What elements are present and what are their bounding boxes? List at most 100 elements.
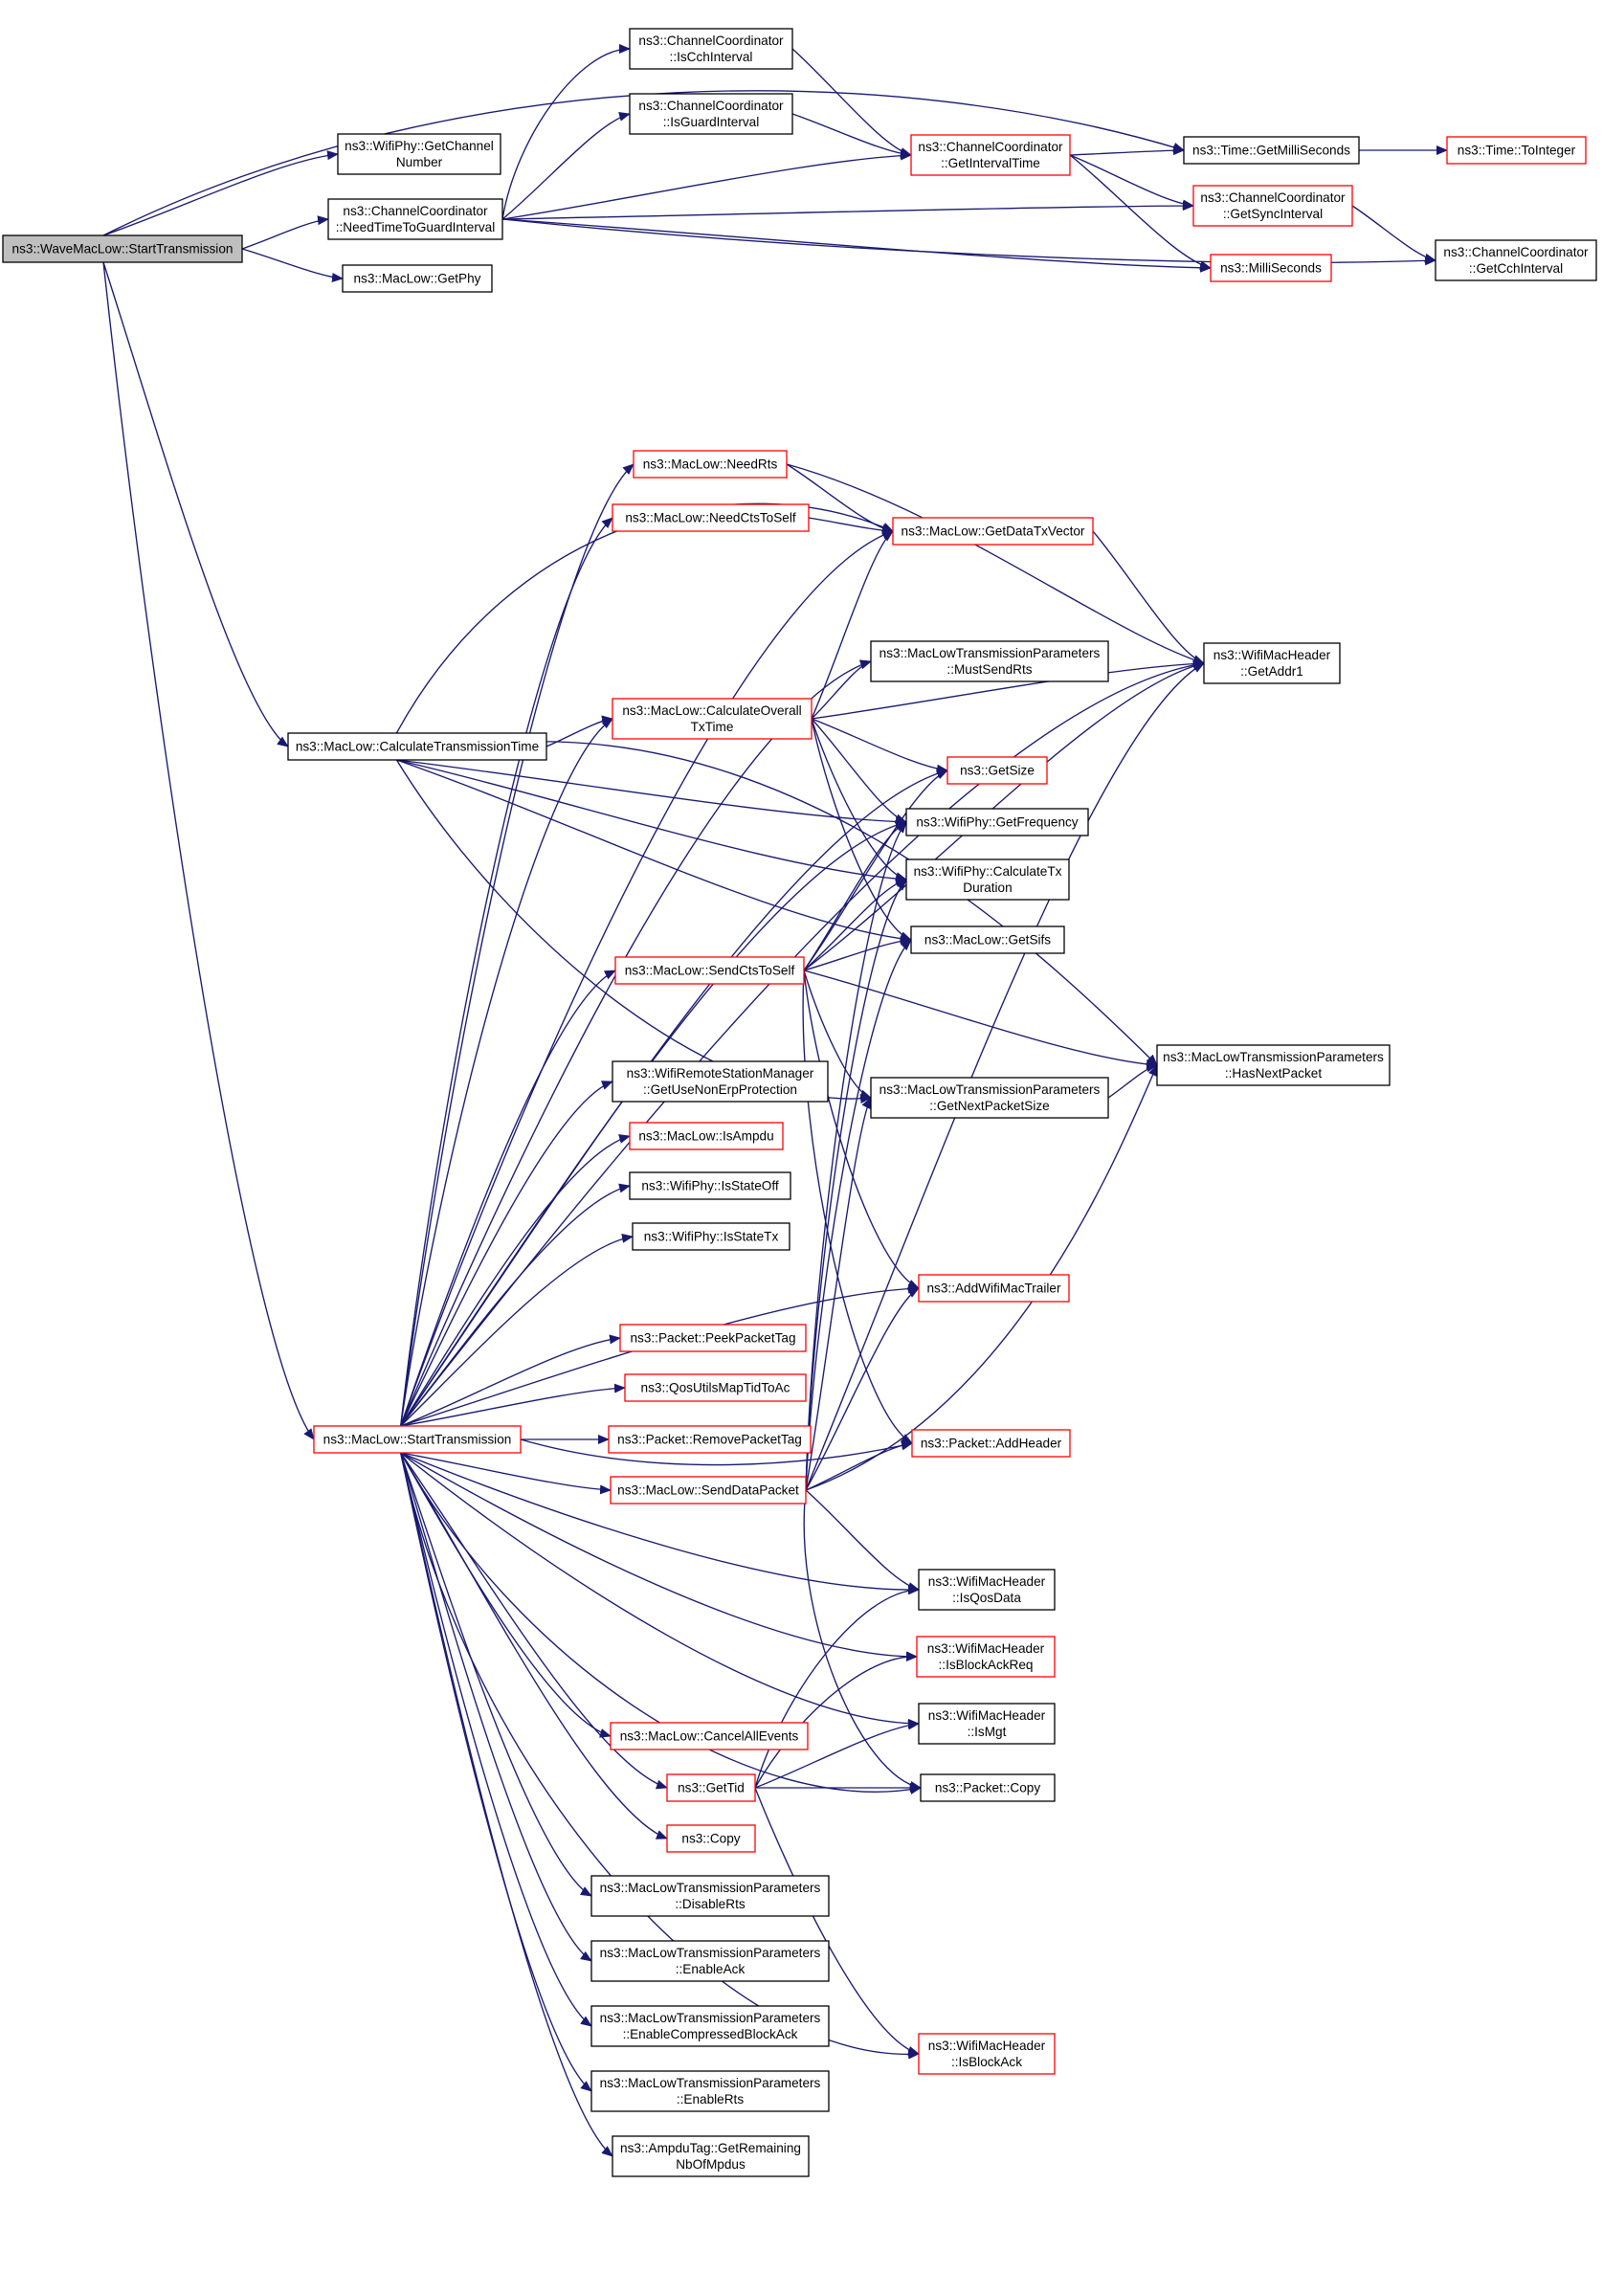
node-getSize[interactable]: ns3::GetSize bbox=[946, 756, 1048, 785]
node-hasNextPacket[interactable]: ns3::MacLowTransmissionParameters::HasNe… bbox=[1156, 1044, 1391, 1086]
node-box bbox=[342, 264, 493, 293]
node-box bbox=[918, 1569, 1056, 1611]
node-label: ns3::MacLowTransmissionParameters bbox=[879, 1082, 1101, 1097]
call-edge-sendCtsToSelf-to-calcTxDuration bbox=[803, 878, 907, 971]
node-disableRts[interactable]: ns3::MacLowTransmissionParameters::Disab… bbox=[590, 1875, 830, 1917]
node-label: Number bbox=[396, 155, 443, 169]
node-packetCopy[interactable]: ns3::Packet::Copy bbox=[920, 1773, 1056, 1802]
node-box bbox=[629, 1122, 784, 1150]
call-edge-startTx-to-sendDataPacket bbox=[400, 1452, 612, 1495]
node-getCchInterval[interactable]: ns3::ChannelCoordinator::GetCchInterval bbox=[1435, 239, 1597, 281]
node-isGuard[interactable]: ns3::ChannelCoordinator::IsGuardInterval bbox=[629, 93, 793, 135]
node-label: ns3::WifiMacHeader bbox=[1213, 648, 1331, 662]
node-getDataTxVector[interactable]: ns3::MacLow::GetDataTxVector bbox=[892, 517, 1094, 546]
node-label: ::IsMgt bbox=[968, 1725, 1007, 1739]
call-edge-startTx-to-disableRts bbox=[400, 1452, 592, 1897]
node-isBlockAck[interactable]: ns3::WifiMacHeader::IsBlockAck bbox=[918, 2033, 1056, 2075]
node-box bbox=[590, 1940, 830, 1982]
node-enableRts[interactable]: ns3::MacLowTransmissionParameters::Enabl… bbox=[590, 2070, 830, 2112]
node-label: ns3::MacLow::GetPhy bbox=[354, 272, 481, 286]
node-isBlockAckReq[interactable]: ns3::WifiMacHeader::IsBlockAckReq bbox=[916, 1636, 1056, 1678]
call-edge-sendDataPacket-to-getSifs bbox=[805, 939, 912, 1491]
call-edge-needTimeToGuard-to-milliSeconds bbox=[501, 218, 1212, 273]
node-label: ::IsQosData bbox=[952, 1591, 1021, 1605]
node-isAmpdu[interactable]: ns3::MacLow::IsAmpdu bbox=[629, 1122, 784, 1150]
node-root[interactable]: ns3::WaveMacLow::StartTransmission bbox=[2, 234, 243, 263]
node-label: ::GetIntervalTime bbox=[941, 156, 1040, 170]
node-getMilliSeconds[interactable]: ns3::Time::GetMilliSeconds bbox=[1183, 136, 1360, 165]
node-calcTxTime[interactable]: ns3::MacLow::CalculateTransmissionTime bbox=[287, 732, 547, 761]
node-label: ns3::AddWifiMacTrailer bbox=[927, 1282, 1061, 1296]
node-box bbox=[327, 198, 503, 240]
node-removePacketTag[interactable]: ns3::Packet::RemovePacketTag bbox=[608, 1425, 812, 1454]
node-addHeader[interactable]: ns3::Packet::AddHeader bbox=[911, 1429, 1071, 1458]
node-label: ::IsBlockAckReq bbox=[939, 1658, 1034, 1672]
node-needRts[interactable]: ns3::MacLow::NeedRts bbox=[633, 450, 788, 479]
node-box bbox=[1210, 254, 1332, 282]
node-toInteger[interactable]: ns3::Time::ToInteger bbox=[1446, 136, 1587, 165]
node-isQosData[interactable]: ns3::WifiMacHeader::IsQosData bbox=[918, 1569, 1056, 1611]
edge-layer bbox=[102, 43, 1448, 2157]
node-label: ns3::Time::ToInteger bbox=[1458, 144, 1576, 158]
node-box bbox=[287, 732, 547, 761]
node-box bbox=[1203, 642, 1341, 684]
node-qosUtilsMap[interactable]: ns3::QosUtilsMapTidToAc bbox=[624, 1373, 807, 1402]
call-edge-startTx-to-needRts bbox=[400, 463, 635, 1427]
node-getSyncInterval[interactable]: ns3::ChannelCoordinator::GetSyncInterval bbox=[1192, 185, 1353, 227]
node-isStateTx[interactable]: ns3::WifiPhy::IsStateTx bbox=[632, 1222, 790, 1251]
node-isCch[interactable]: ns3::ChannelCoordinator::IsCchInterval bbox=[629, 28, 793, 70]
node-enableAck[interactable]: ns3::MacLowTransmissionParameters::Enabl… bbox=[590, 1940, 830, 1982]
node-getSifs[interactable]: ns3::MacLow::GetSifs bbox=[910, 925, 1065, 954]
node-label: ::MustSendRts bbox=[946, 662, 1032, 677]
node-mustSendRts[interactable]: ns3::MacLowTransmissionParameters::MustS… bbox=[870, 640, 1109, 682]
node-box bbox=[610, 1476, 807, 1505]
call-edge-getIntervalTime-to-getMilliSeconds bbox=[1069, 145, 1185, 156]
node-isStateOff[interactable]: ns3::WifiPhy::IsStateOff bbox=[629, 1171, 791, 1200]
call-edge-sendDataPacket-to-calcTxDuration bbox=[805, 879, 907, 1491]
call-edge-getIntervalTime-to-milliSeconds bbox=[1069, 154, 1212, 271]
node-label: ::EnableRts bbox=[677, 2092, 744, 2107]
node-getNextPacketSize[interactable]: ns3::MacLowTransmissionParameters::GetNe… bbox=[870, 1077, 1109, 1119]
node-sendCtsToSelf[interactable]: ns3::MacLow::SendCtsToSelf bbox=[614, 956, 805, 985]
call-edge-startTx-to-getDataTxVector bbox=[400, 530, 894, 1427]
node-box bbox=[1156, 1044, 1391, 1086]
call-edge-startTx-to-getTid bbox=[400, 1452, 668, 1790]
node-getTid[interactable]: ns3::GetTid bbox=[666, 1773, 756, 1802]
node-label: ns3::MacLow::SendCtsToSelf bbox=[625, 964, 795, 978]
node-startTx[interactable]: ns3::MacLow::StartTransmission bbox=[313, 1425, 522, 1454]
node-copy[interactable]: ns3::Copy bbox=[666, 1824, 756, 1853]
node-getFrequency[interactable]: ns3::WifiPhy::GetFrequency bbox=[905, 808, 1089, 836]
node-label: ::IsBlockAck bbox=[951, 2055, 1022, 2069]
node-getPhy[interactable]: ns3::MacLow::GetPhy bbox=[342, 264, 493, 293]
node-isMgt[interactable]: ns3::WifiMacHeader::IsMgt bbox=[918, 1703, 1056, 1745]
call-edge-root-to-startTx bbox=[102, 261, 315, 1440]
node-box bbox=[612, 2135, 810, 2177]
node-addWifiMacTrailer[interactable]: ns3::AddWifiMacTrailer bbox=[918, 1274, 1070, 1303]
node-box bbox=[905, 808, 1089, 836]
node-needCtsToSelf[interactable]: ns3::MacLow::NeedCtsToSelf bbox=[612, 503, 810, 532]
node-milliSeconds[interactable]: ns3::MilliSeconds bbox=[1210, 254, 1332, 282]
node-label: ns3::WifiMacHeader bbox=[928, 1708, 1046, 1723]
node-label: ns3::MacLowTransmissionParameters bbox=[879, 646, 1101, 660]
node-enableCompressed[interactable]: ns3::MacLowTransmissionParameters::Enabl… bbox=[590, 2005, 830, 2047]
node-needTimeToGuard[interactable]: ns3::ChannelCoordinator::NeedTimeToGuard… bbox=[327, 198, 503, 240]
call-edge-startTx-to-isBlockAckReq bbox=[400, 1452, 918, 1661]
node-label: ns3::ChannelCoordinator bbox=[343, 204, 488, 218]
node-getAddr1[interactable]: ns3::WifiMacHeader::GetAddr1 bbox=[1203, 642, 1341, 684]
node-sendDataPacket[interactable]: ns3::MacLow::SendDataPacket bbox=[610, 1476, 807, 1505]
call-edge-sendDataPacket-to-addHeader bbox=[805, 1439, 913, 1491]
node-peekPacketTag[interactable]: ns3::Packet::PeekPacketTag bbox=[619, 1324, 807, 1352]
node-label: ::GetCchInterval bbox=[1469, 261, 1563, 276]
node-cancelAllEvents[interactable]: ns3::MacLow::CancelAllEvents bbox=[610, 1722, 809, 1750]
call-edge-isGuard-to-getIntervalTime bbox=[791, 113, 912, 159]
call-edge-startTx-to-isMgt bbox=[400, 1452, 920, 1728]
node-box bbox=[918, 1703, 1056, 1745]
node-box bbox=[612, 1060, 829, 1103]
node-getUseNonErp[interactable]: ns3::WifiRemoteStationManager::GetUseNon… bbox=[612, 1060, 829, 1103]
node-label: ns3::WaveMacLow::StartTransmission bbox=[12, 242, 234, 256]
node-getIntervalTime[interactable]: ns3::ChannelCoordinator::GetIntervalTime bbox=[910, 134, 1071, 176]
